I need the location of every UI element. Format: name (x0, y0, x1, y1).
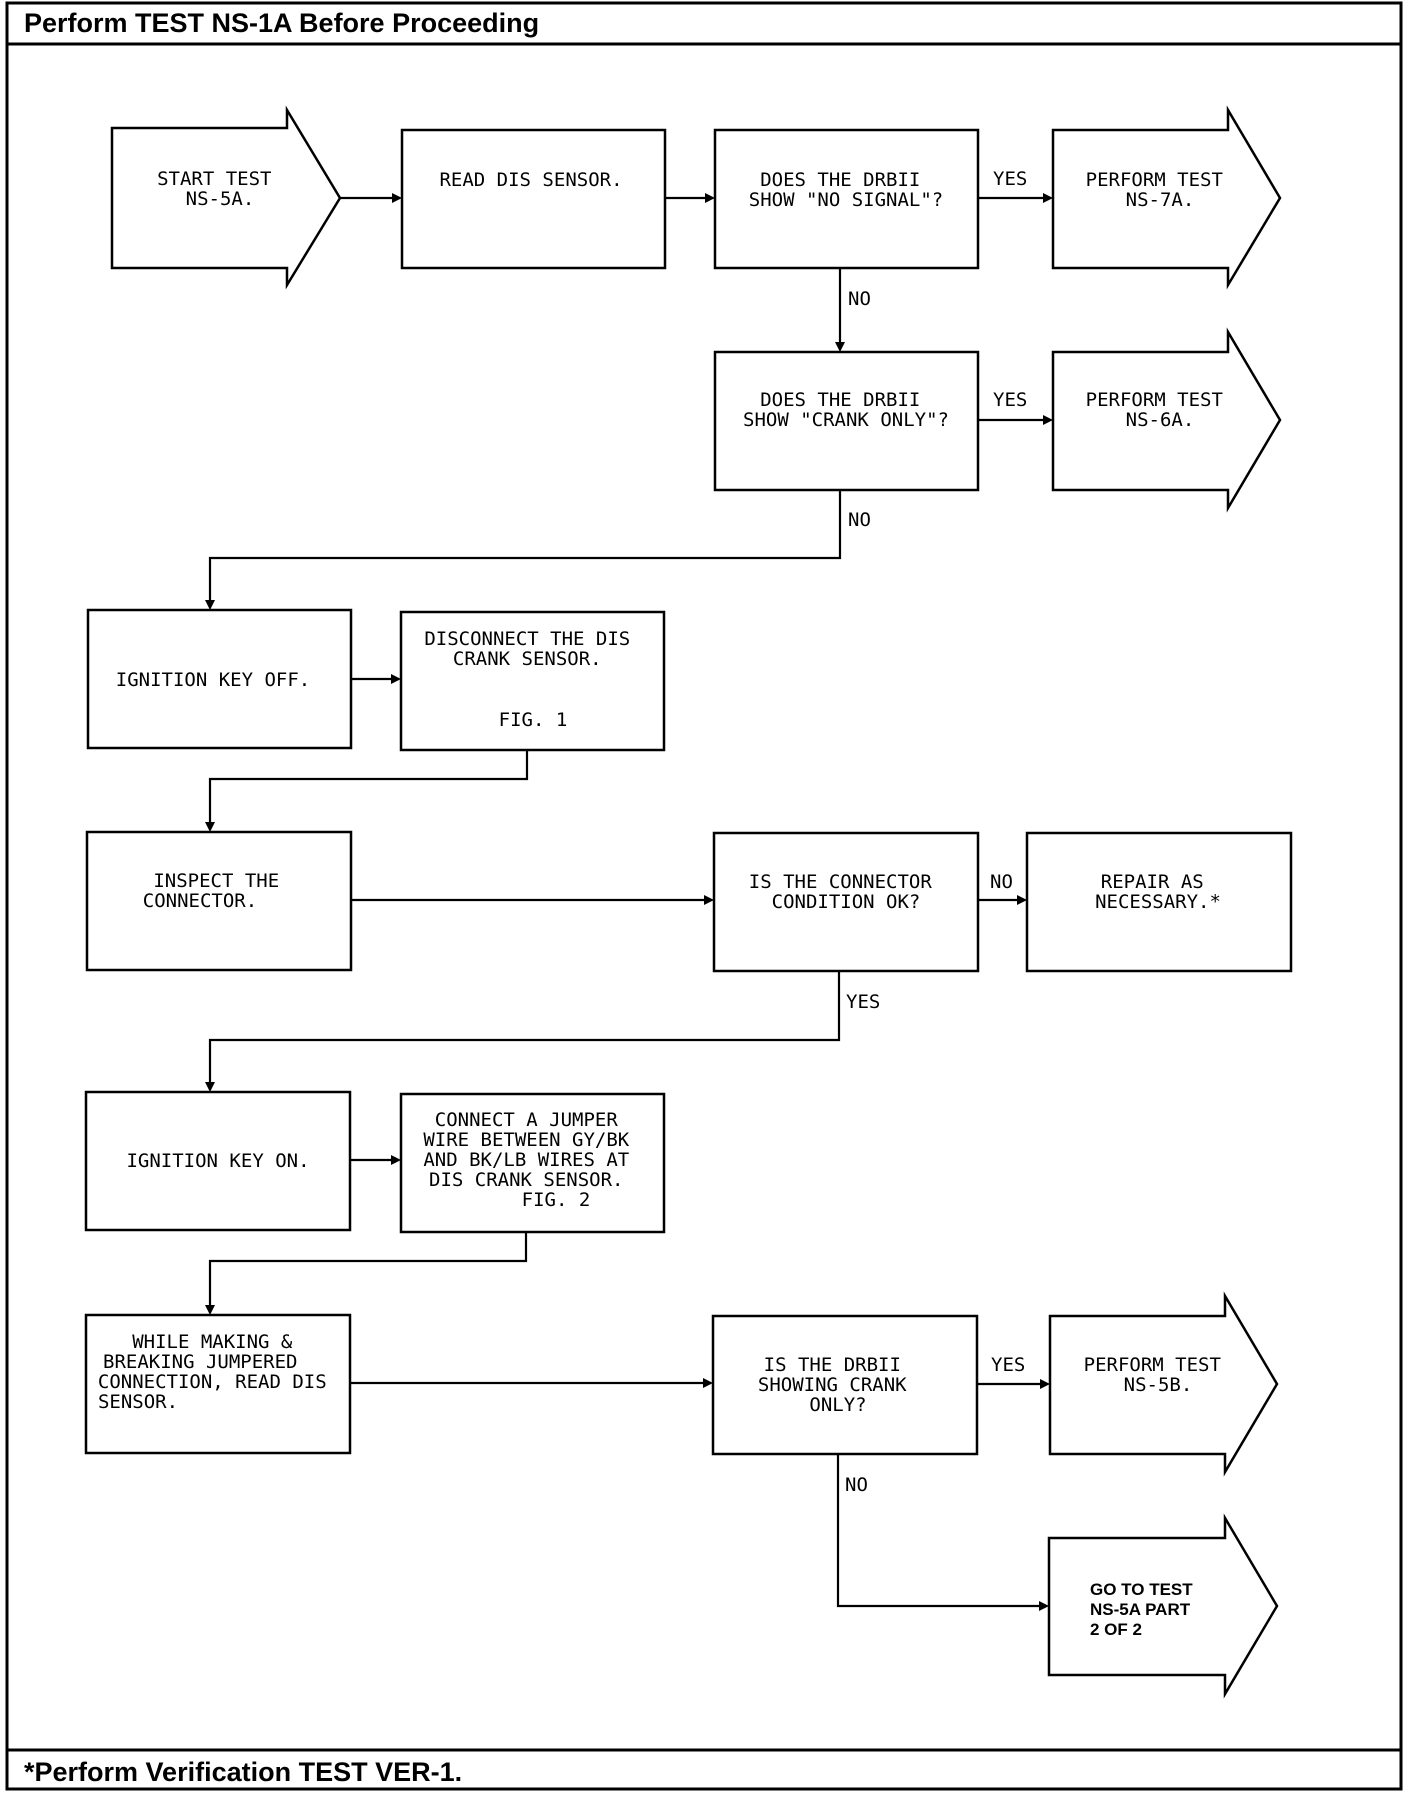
arrowhead-key-on (205, 1082, 215, 1092)
connector-ok-decision-box (712, 831, 980, 973)
label-no-showing-crank: NO (845, 1474, 868, 1496)
arrowhead-showing-crank (703, 1378, 713, 1388)
perform-ns-6a-text: PERFORM TEST NS-6A. (1086, 389, 1235, 431)
connector-jumper-to-making (208, 1232, 528, 1309)
arrowhead-ns-7a (1043, 193, 1053, 203)
label-yes-showing-crank: YES (991, 1354, 1025, 1376)
arrowhead-repair (1017, 895, 1027, 905)
ignition-key-on-text: IGNITION KEY ON. (126, 1150, 309, 1172)
perform-ns-7a-text: PERFORM TEST NS-7A. (1086, 169, 1235, 211)
perform-ns-6a-arrow (1051, 327, 1282, 513)
arrowhead-crank-only (835, 342, 845, 352)
showing-crank-text: IS THE DRBII SHOWING CRANK ONLY? (758, 1354, 918, 1416)
arrowhead-ns-5b (1040, 1379, 1050, 1389)
arrowhead-part-2 (1039, 1601, 1049, 1611)
arrowhead-ns-6a (1043, 415, 1053, 425)
goto-part-2-text: GO TO TEST NS-5A PART 2 OF 2 (1090, 1580, 1197, 1639)
showing-crank-decision-box (711, 1314, 979, 1456)
disconnect-crank-sensor-box (399, 610, 666, 752)
label-yes-no-signal: YES (993, 168, 1027, 190)
outer-frame (5, 1, 1403, 1791)
connector-showing-no (836, 1454, 1043, 1608)
arrowhead-disconnect (391, 674, 401, 684)
connector-disconnect-to-inspect (208, 750, 529, 826)
repair-as-necessary-text: REPAIR AS NECESSARY.* (1095, 871, 1221, 913)
connector-ok-yes (208, 971, 841, 1086)
goto-part-2-arrow (1047, 1513, 1279, 1699)
no-signal-decision-box (713, 128, 980, 270)
start-test-arrow (110, 105, 342, 290)
label-no-connector-ok: NO (990, 871, 1013, 893)
perform-ns-7a-arrow (1051, 105, 1282, 290)
connect-jumper-text: CONNECT A JUMPER WIRE BETWEEN GY/BK AND … (423, 1109, 640, 1211)
footer-note: *Perform Verification TEST VER-1. (24, 1757, 462, 1787)
ignition-key-on-box (84, 1090, 352, 1232)
ignition-key-off-text: IGNITION KEY OFF. (116, 669, 310, 691)
crank-only-decision-box (713, 350, 980, 492)
label-no-no-signal: NO (848, 288, 871, 310)
making-breaking-text: WHILE MAKING & BREAKING JUMPERED CONNECT… (98, 1331, 338, 1413)
connector-ok-text: IS THE CONNECTOR CONDITION OK? (749, 871, 943, 913)
header-title: Perform TEST NS-1A Before Proceeding (24, 8, 539, 38)
connector-crank-only-no (208, 490, 842, 604)
connect-jumper-box (399, 1092, 666, 1234)
inspect-connector-box (85, 830, 353, 972)
read-dis-sensor-box (400, 128, 667, 270)
arrowhead-making (205, 1305, 215, 1315)
label-yes-connector-ok: YES (846, 991, 880, 1013)
label-yes-crank-only: YES (993, 389, 1027, 411)
label-no-crank-only: NO (848, 509, 871, 531)
start-test-text: START TEST NS-5A. (157, 168, 283, 210)
arrowhead-connector-ok (704, 895, 714, 905)
inspect-connector-text: INSPECT THE CONNECTOR. (143, 870, 291, 912)
perform-ns-5b-text: PERFORM TEST NS-5B. (1084, 1354, 1233, 1396)
repair-as-necessary-box (1025, 831, 1293, 973)
arrowhead-no-signal (705, 193, 715, 203)
arrowhead-inspect (205, 822, 215, 832)
crank-only-text: DOES THE DRBII SHOW "CRANK ONLY"? (743, 389, 949, 431)
disconnect-crank-sensor-text: DISCONNECT THE DIS CRANK SENSOR. FIG. 1 (424, 628, 641, 731)
perform-ns-5b-arrow (1048, 1291, 1279, 1477)
no-signal-text: DOES THE DRBII SHOW "NO SIGNAL"? (749, 169, 943, 211)
read-dis-sensor-text: READ DIS SENSOR. (439, 169, 622, 191)
arrowhead-read (392, 193, 402, 203)
arrowhead-key-off (205, 600, 215, 610)
ignition-key-off-box (86, 608, 353, 750)
arrowhead-jumper (391, 1155, 401, 1165)
making-breaking-box (84, 1313, 352, 1455)
